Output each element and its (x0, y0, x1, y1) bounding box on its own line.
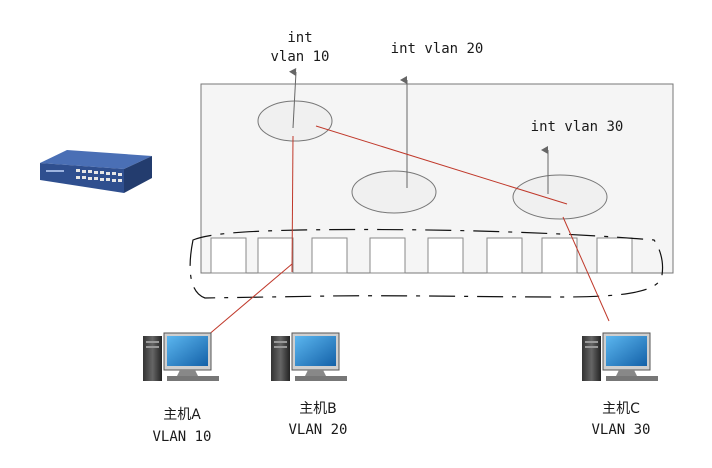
switch-port-2 (257, 237, 294, 274)
host-c-vlan: VLAN 30 (591, 422, 650, 438)
switch-port-5 (427, 237, 464, 274)
desktop-computer-icon (582, 332, 658, 381)
host-c-computer (582, 332, 658, 381)
host-c-name: 主机C (602, 401, 640, 417)
desktop-computer-icon (271, 332, 347, 381)
host-a-computer (143, 332, 219, 381)
svi-vlan20-ellipse (351, 170, 437, 214)
port-group-dashed-outline (189, 228, 664, 299)
switch-ports (210, 237, 633, 274)
int-vlan10-label-line1: int (287, 30, 312, 46)
traffic-path (206, 125, 610, 337)
host-a-vlan: VLAN 10 (152, 429, 211, 445)
switch-port-8 (596, 237, 633, 274)
desktop-computer-icon (143, 332, 219, 381)
host-a-name: 主机A (163, 407, 201, 423)
link-port2-vertical (291, 135, 294, 273)
switch-port-3 (311, 237, 348, 274)
switch-port-4 (369, 237, 406, 274)
switch-port-7 (541, 237, 578, 274)
host-b-vlan: VLAN 20 (288, 422, 347, 438)
network-switch-icon (40, 150, 152, 193)
link-svi30-to-hostC (562, 216, 610, 322)
host-b-computer (271, 332, 347, 381)
int-vlan10-label-line2: vlan 10 (270, 49, 329, 65)
svi-vlan10-ellipse (257, 100, 333, 142)
int-vlan30-label: int vlan 30 (531, 119, 624, 135)
svi-vlan10-arrow (289, 68, 297, 129)
host-b-name: 主机B (299, 401, 337, 417)
link-port2-to-hostA (206, 263, 293, 337)
int-vlan20-label: int vlan 20 (391, 41, 484, 57)
link-svi10-to-svi30 (315, 125, 568, 205)
switch-port-1 (210, 237, 247, 274)
switch-port-6 (486, 237, 523, 274)
svi-vlan30-ellipse (512, 174, 608, 220)
